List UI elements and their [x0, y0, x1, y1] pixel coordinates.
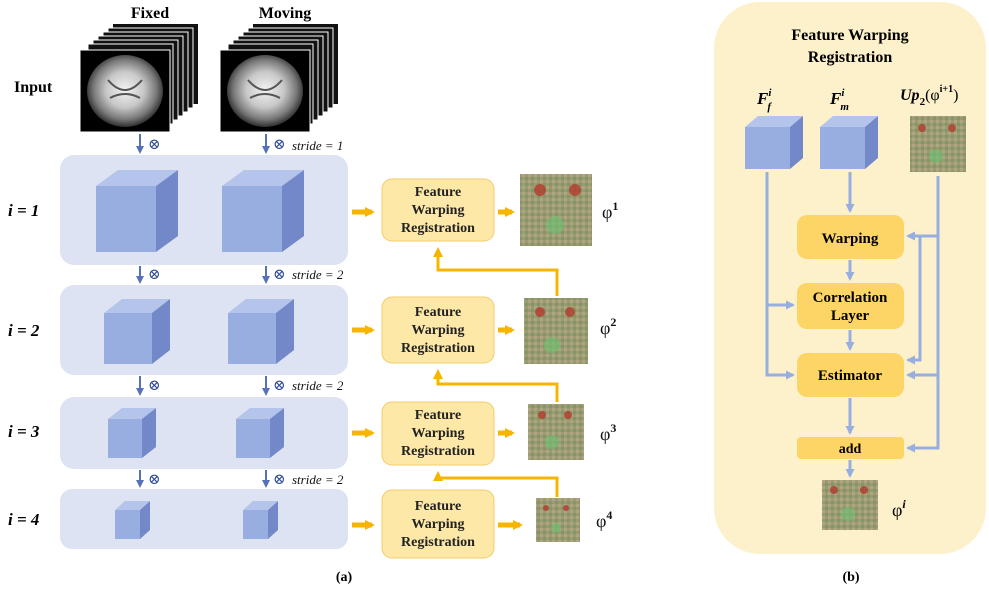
- conv-icon: ⊗: [148, 378, 161, 394]
- level-1-fixed-cube: [96, 170, 178, 252]
- level-1-moving-cube: [222, 170, 304, 252]
- estimator-label: Estimator: [818, 368, 882, 384]
- upsampled-field-image: [910, 116, 966, 172]
- output-phi-label: φi: [892, 497, 906, 520]
- panel-b-flow-arrows: [765, 172, 940, 478]
- stride-label: stride = 1: [292, 138, 343, 153]
- fwr-text: Registration: [401, 444, 475, 459]
- level-2-label: i = 2: [8, 321, 40, 340]
- fwr-text: Registration: [401, 341, 475, 356]
- correlation-label-1: Correlation: [813, 290, 888, 306]
- level-3-fixed-cube: [108, 408, 156, 458]
- fwr-block-2: [381, 296, 495, 364]
- phi-label-4: φ4: [596, 508, 612, 531]
- level-3-moving-cube: [236, 408, 284, 458]
- correlation-label-2: Layer: [831, 308, 870, 324]
- panel-a: Fixed Moving Input: [8, 5, 618, 585]
- fwr-text: Warping: [412, 323, 465, 338]
- panel-a-caption: (a): [336, 570, 353, 585]
- fwr-block-1: [381, 178, 495, 242]
- warping-module: [797, 215, 904, 259]
- deformation-fields: [520, 174, 592, 542]
- add-label: add: [839, 442, 862, 457]
- warping-label: Warping: [822, 231, 879, 247]
- level-2-block: [60, 285, 348, 375]
- output-field-image: [822, 480, 878, 530]
- level-2-fixed-cube: [104, 299, 170, 364]
- fwr-text: Registration: [401, 221, 475, 236]
- conv-icon: ⊗: [273, 378, 286, 394]
- fwr-block-3: [381, 401, 495, 466]
- level-4-block: [60, 489, 348, 549]
- moving-label: Moving: [259, 5, 311, 22]
- fwr-block-4: [381, 489, 495, 559]
- estimator-module: [797, 353, 904, 397]
- level-4-fixed-cube: [115, 501, 150, 539]
- conv-icon: ⊗: [148, 267, 161, 283]
- conv-icon: ⊗: [273, 137, 286, 153]
- fwr-text: Feature: [415, 185, 461, 200]
- fwr-to-field-arrows: [498, 207, 523, 530]
- panel-b-title-line1: Feature Warping: [791, 27, 908, 44]
- level-to-fwr-arrows: [352, 207, 375, 530]
- conv-icon: ⊗: [148, 137, 161, 153]
- upsampled-field-label: Up2(φi+1): [900, 84, 958, 108]
- level-1-label: i = 1: [8, 201, 39, 220]
- fwr-text: Warping: [412, 517, 465, 532]
- field-image-3: [528, 404, 584, 460]
- correlation-module: [797, 283, 904, 329]
- phi-label-2: φ2: [600, 315, 616, 338]
- stride-label: stride = 2: [292, 472, 344, 487]
- panel-b-title-line2: Registration: [808, 49, 893, 66]
- level-3-block: [60, 397, 348, 469]
- level-4-label: i = 4: [8, 510, 39, 529]
- upsample-feedback-arrows: [433, 247, 559, 497]
- moving-feature-cube: [820, 116, 878, 169]
- field-image-4: [536, 498, 580, 542]
- fwr-text: Registration: [401, 535, 475, 550]
- fwr-text: Warping: [412, 203, 465, 218]
- fwr-text: Warping: [412, 426, 465, 441]
- level-4-moving-cube: [243, 501, 278, 539]
- downsample-arrows: [136, 134, 270, 488]
- stride-label: stride = 2: [292, 267, 344, 282]
- input-label: Input: [14, 79, 53, 96]
- phi-label-3: φ3: [600, 421, 616, 444]
- phi-label-1: φ1: [602, 199, 618, 222]
- level-2-moving-cube: [228, 299, 294, 364]
- stride-label: stride = 2: [292, 378, 344, 393]
- fixed-feature-cube: [745, 116, 803, 169]
- fixed-image-stack: [79, 24, 198, 133]
- level-3-label: i = 3: [8, 422, 40, 441]
- field-image-2: [524, 298, 588, 364]
- moving-image-stack: [219, 24, 338, 133]
- field-image-1: [520, 174, 592, 246]
- add-module: [797, 437, 904, 459]
- conv-icon: ⊗: [273, 267, 286, 283]
- conv-icon: ⊗: [273, 472, 286, 488]
- fwr-text: Feature: [415, 305, 461, 320]
- fwr-text: Feature: [415, 499, 461, 514]
- fixed-label: Fixed: [131, 5, 169, 22]
- panel-b-caption: (b): [842, 570, 859, 585]
- fwr-text: Feature: [415, 408, 461, 423]
- conv-icon: ⊗: [148, 472, 161, 488]
